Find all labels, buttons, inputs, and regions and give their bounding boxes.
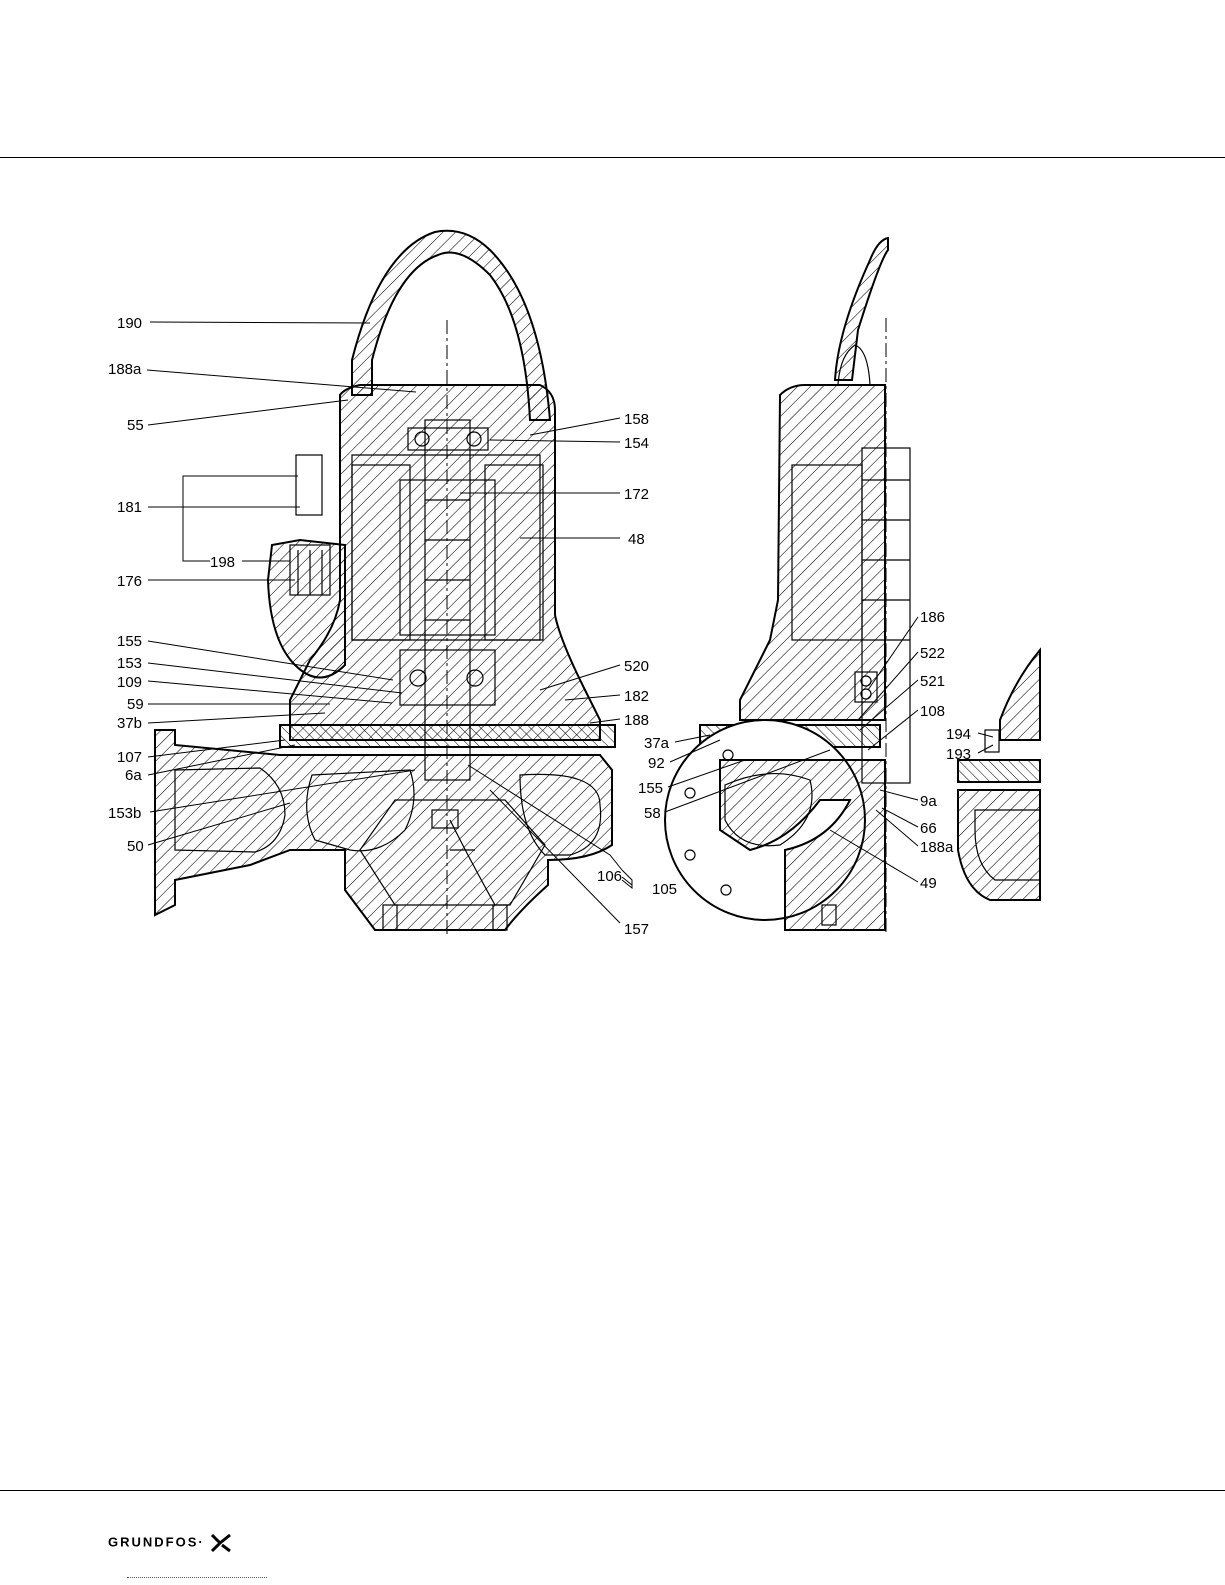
label-522: 522 (920, 645, 945, 662)
grundfos-logo: GRUNDFOS· (108, 1533, 232, 1553)
label-520: 520 (624, 658, 649, 675)
label-198: 198 (210, 554, 235, 571)
logo-text: GRUNDFOS (108, 1534, 198, 1549)
footer-link-line (127, 1577, 267, 1578)
label-9a: 9a (920, 793, 937, 810)
partial-pump-housing (958, 790, 1040, 900)
label-190: 190 (117, 315, 142, 332)
label-58: 58 (644, 805, 661, 822)
main-section-view (155, 231, 615, 935)
side-section-view (665, 238, 910, 935)
label-55: 55 (127, 417, 144, 434)
label-194: 194 (946, 726, 971, 743)
label-49: 49 (920, 875, 937, 892)
label-176: 176 (117, 573, 142, 590)
label-37a: 37a (644, 735, 670, 752)
side-motor-housing (740, 385, 885, 720)
label-59: 59 (127, 696, 144, 713)
label-66: 66 (920, 820, 937, 837)
grundfos-mark-icon (210, 1533, 232, 1553)
label-107: 107 (117, 749, 142, 766)
label-6a: 6a (125, 767, 142, 784)
side-bail (835, 238, 888, 380)
label-188a: 188a (108, 361, 142, 378)
label-181: 181 (117, 499, 142, 516)
partial-detail-view (958, 650, 1040, 900)
label-153b: 153b (108, 805, 141, 822)
label-153: 153 (117, 655, 142, 672)
label-172: 172 (624, 486, 649, 503)
label-188: 188 (624, 712, 649, 729)
label-186: 186 (920, 609, 945, 626)
label-521: 521 (920, 673, 945, 690)
label-155-side: 155 (638, 780, 663, 797)
label-50: 50 (127, 838, 144, 855)
label-155: 155 (117, 633, 142, 650)
label-48: 48 (628, 531, 645, 548)
label-158: 158 (624, 411, 649, 428)
label-37b: 37b (117, 715, 142, 732)
label-154: 154 (624, 435, 649, 452)
label-105: 105 (652, 881, 677, 898)
label-188a-side: 188a (920, 839, 954, 856)
label-108: 108 (920, 703, 945, 720)
cable-entry (296, 455, 322, 515)
label-109: 109 (117, 674, 142, 691)
label-106: 106 (597, 868, 622, 885)
label-193: 193 (946, 746, 971, 763)
label-157: 157 (624, 921, 649, 938)
partial-seal-plate (958, 760, 1040, 782)
partial-housing-top (1000, 650, 1040, 740)
logo-dot: · (198, 1534, 204, 1549)
label-182: 182 (624, 688, 649, 705)
label-92: 92 (648, 755, 665, 772)
